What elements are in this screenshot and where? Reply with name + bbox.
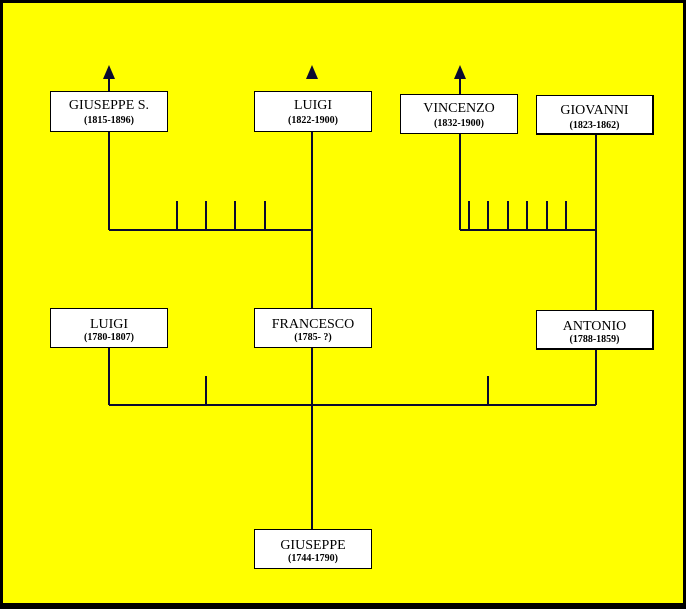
person-dates: (1788-1859) bbox=[569, 334, 620, 345]
person-name: GIUSEPPE S. bbox=[68, 98, 150, 113]
arrow-up-icon bbox=[103, 65, 115, 79]
person-dates: (1815-1896) bbox=[84, 115, 134, 126]
person-dates: (1780-1807) bbox=[84, 332, 134, 343]
person-dates: (1822-1900) bbox=[288, 115, 338, 126]
person-name: LUIGI bbox=[293, 98, 333, 113]
person-name: VINCENZO bbox=[423, 101, 495, 116]
person-dates: (1785- ?) bbox=[294, 332, 332, 343]
arrow-up-icon bbox=[454, 65, 466, 79]
person-name: FRANCESCO bbox=[271, 317, 355, 332]
person-box-vincenzo: VINCENZO (1832-1900) bbox=[400, 94, 518, 134]
person-box-francesco: FRANCESCO (1785- ?) bbox=[254, 308, 372, 348]
person-box-luigi-a: LUIGI (1780-1807) bbox=[50, 308, 168, 348]
person-box-giuseppe-s: GIUSEPPE S. (1815-1896) bbox=[50, 91, 168, 132]
person-name: LUIGI bbox=[89, 317, 129, 332]
person-box-giuseppe: GIUSEPPE (1744-1790) bbox=[254, 529, 372, 569]
person-dates: (1832-1900) bbox=[434, 118, 484, 129]
arrow-up-icon bbox=[306, 65, 318, 79]
person-dates: (1744-1790) bbox=[288, 553, 338, 564]
person-name: GIUSEPPE bbox=[280, 538, 346, 553]
person-box-giovanni: GIOVANNI (1823-1862) bbox=[536, 95, 654, 135]
connector-lines bbox=[103, 65, 597, 530]
person-name: ANTONIO bbox=[562, 319, 627, 334]
person-name: GIOVANNI bbox=[560, 103, 629, 118]
person-box-luigi-b: LUIGI (1822-1900) bbox=[254, 91, 372, 132]
person-box-antonio: ANTONIO (1788-1859) bbox=[536, 310, 654, 350]
person-dates: (1823-1862) bbox=[569, 120, 620, 131]
